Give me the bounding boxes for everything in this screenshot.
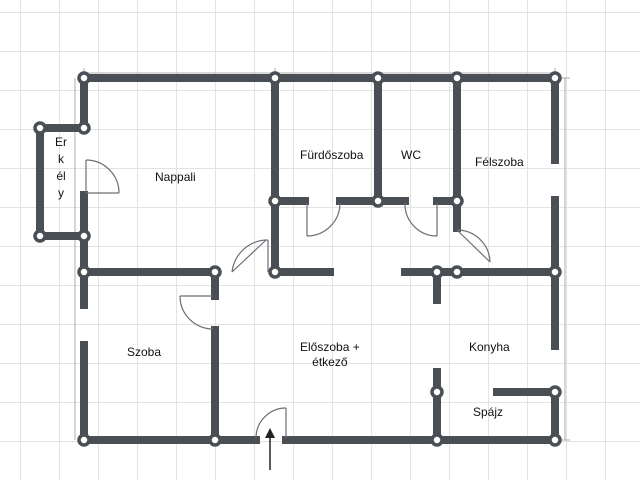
wall-nodes bbox=[33, 71, 562, 447]
room-label-nappali: Nappali bbox=[155, 170, 196, 184]
walls bbox=[36, 74, 559, 444]
room-label-wc: WC bbox=[401, 148, 421, 162]
room-label-eloszoba: Előszoba + étkező bbox=[300, 340, 360, 370]
room-label-konyha: Konyha bbox=[469, 340, 510, 354]
room-label-eloszoba-line1: Előszoba + bbox=[300, 340, 360, 354]
room-label-erkely: Erkély bbox=[55, 135, 67, 200]
room-label-spajz: Spájz bbox=[473, 405, 504, 419]
dimension-lines bbox=[74, 68, 570, 441]
door-swing-icon bbox=[85, 159, 491, 439]
room-label-felszoba: Félszoba bbox=[475, 155, 524, 169]
room-label-eloszoba-line2: étkező bbox=[312, 355, 348, 369]
entrance-arrow-icon bbox=[265, 428, 275, 470]
room-label-furdoszoba: Fürdőszoba bbox=[300, 148, 364, 162]
room-label-szoba: Szoba bbox=[127, 345, 162, 359]
